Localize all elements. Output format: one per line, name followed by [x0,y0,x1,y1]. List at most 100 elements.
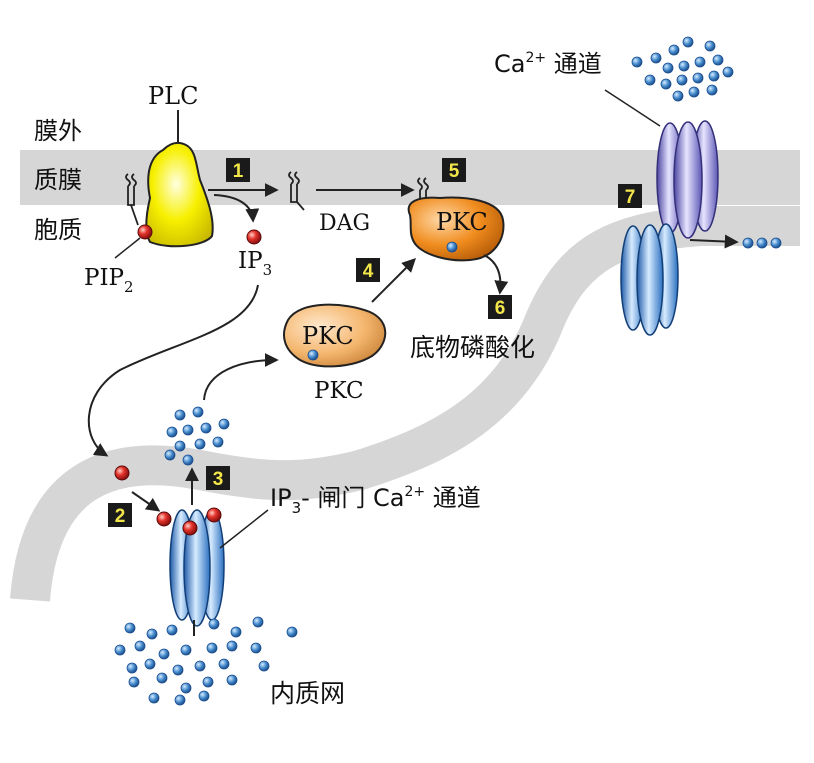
calcium-ion [678,60,690,72]
er-membrane [10,206,800,602]
calcium-ion [692,72,704,84]
calcium-ion [770,237,782,249]
ip3-label-main: IP [238,248,263,274]
pip2-label: PIP2 [84,265,134,296]
calcium-ion [124,622,136,634]
calcium-ion [218,658,230,670]
ca-channel-label: Ca2+ 通道 [494,50,602,78]
pkc-caption: PKC [314,378,364,404]
calcium-ion [180,682,192,694]
outside-label: 膜外 [34,117,82,145]
pip2-label-main: PIP [84,265,124,291]
ca-channel-label-sup: 2+ [525,50,546,66]
arrow-pkc-to-membrane [371,258,416,303]
calcium-ion [230,626,242,638]
step-6-label: 6 [495,298,506,319]
pkc-active-calcium [446,241,458,253]
step-1-label: 1 [233,161,244,182]
calcium-ion [286,626,298,638]
ip3-gated-channel-label: IP3- 闸门 Ca2+ 通道 [270,484,481,517]
ip3-bound-center [182,520,198,536]
calcium-ion [212,436,224,448]
ip3-channel-label-tail: 通道 [425,484,481,512]
er-label: 内质网 [270,679,345,708]
plc-enzyme [145,141,214,248]
step-3-badge: 3 [206,466,230,490]
ip3-bound-left [156,511,172,527]
calcium-ion [180,644,192,656]
ip3-channel-pointer-line [219,509,269,549]
ip3-channel-label-sub: 3 [292,499,302,517]
calcium-ion [682,36,694,48]
pip2-lipid [125,173,139,226]
step-2-badge: 2 [108,503,132,527]
calcium-ion [676,74,688,86]
calcium-ion [644,74,656,86]
arrow-pkc-to-phosphorylation [483,254,509,295]
calcium-ion [708,70,720,82]
calcium-ion [182,454,194,466]
dag-lipid [288,171,305,211]
calcium-ion [128,676,140,688]
ip3-channel-label-main: IP [270,484,292,512]
calcium-ion [206,642,218,654]
calcium-ion [712,54,724,66]
calcium-ion [722,66,734,78]
calcium-ion [742,237,754,249]
step-4-label: 4 [363,261,374,282]
ca-channel-label-main: Ca [494,50,525,78]
phosphorylation-label: 底物磷酸化 [410,333,535,362]
step-3-label: 3 [213,469,224,490]
calcium-ion [198,690,210,702]
cytoplasm-label: 胞质 [34,216,82,244]
ca-channel-label-tail: 通道 [546,50,602,78]
ip3-label-sub: 3 [263,261,273,279]
calcium-ion [250,642,262,654]
calcium-ion [668,44,680,56]
calcium-ion [146,628,158,640]
calcium-ion [166,624,178,636]
pip2-pointer-line [114,237,141,259]
ip3-label: IP3 [238,248,272,279]
step-7-badge: 7 [618,184,642,208]
calcium-ions [114,36,782,706]
calcium-ion [226,674,238,686]
calcium-ion [672,90,684,102]
step-5-badge: 5 [442,158,466,182]
step-6-badge: 6 [488,295,512,319]
calcium-ion [192,406,204,418]
calcium-ion [114,644,126,656]
calcium-ion [704,40,716,52]
step-1-badge: 1 [226,158,250,182]
membrane-ca-channel [656,120,719,239]
ip3-free [114,465,130,481]
ip3-gated-ca-channel [169,509,225,627]
calcium-ion [200,422,212,434]
arrow-ip3-to-er-channel [87,284,259,457]
calcium-ion [660,78,672,90]
step-7-label: 7 [625,187,636,208]
arrow-ca-to-pkc [203,353,279,401]
calcium-ion [688,86,700,98]
calcium-ion [126,662,138,674]
calcium-ion [218,418,230,430]
arrow-ca-influx [689,234,739,249]
pkc-active-enzyme [407,196,505,262]
pkc-inactive-label: PKC [302,322,354,350]
plc-label: PLC [148,82,198,110]
calcium-ion [166,426,178,438]
calcium-ion [134,640,146,652]
calcium-ion [144,658,156,670]
arrow-ip3-binding [131,491,161,512]
calcium-ion [694,56,706,68]
calcium-ion [756,237,768,249]
calcium-ion [194,438,206,450]
calcium-ion [226,640,238,652]
pkc-active-label: PKC [436,208,488,236]
calcium-ion [194,660,206,672]
calcium-ion [148,692,160,704]
calcium-ion [650,52,662,64]
channel-7-blue [620,223,679,336]
